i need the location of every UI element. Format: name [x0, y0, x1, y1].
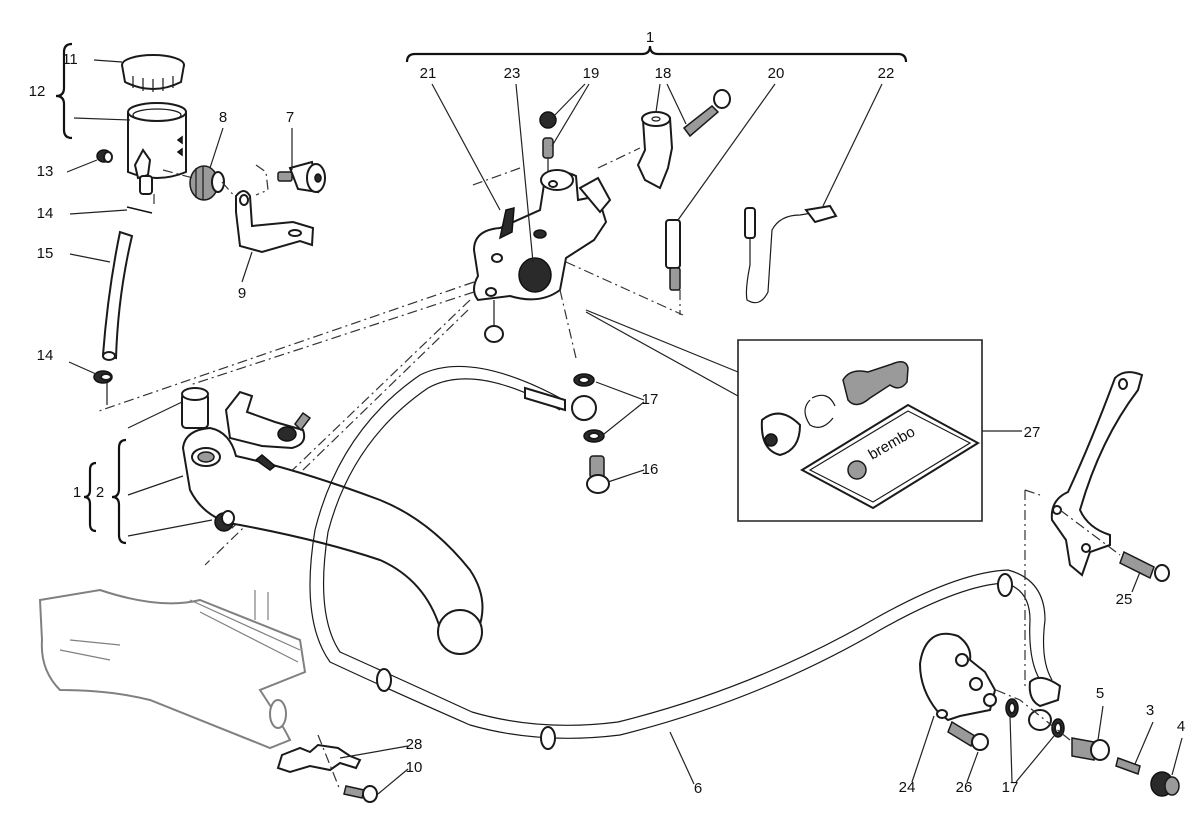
callout-1-top: 1	[646, 29, 654, 46]
callout-7: 7	[286, 109, 294, 126]
nut-13	[96, 149, 113, 163]
mounting-bracket-25	[1050, 371, 1170, 582]
callout-2: 2	[96, 484, 104, 501]
reservoir-cap	[121, 54, 185, 92]
callout-20: 20	[768, 65, 785, 82]
lever-assembly-brace-outer	[83, 461, 97, 533]
lever-assembly-brace-inner	[111, 438, 127, 545]
slave-cylinder-24	[918, 632, 997, 722]
bleeder-3	[1115, 757, 1141, 775]
callout-12: 12	[29, 83, 46, 100]
callout-5: 5	[1096, 685, 1104, 702]
callout-27: 27	[1024, 424, 1041, 441]
bolt-26	[947, 720, 989, 751]
callout-17-upper: 17	[642, 391, 659, 408]
fitting-5	[1071, 737, 1110, 761]
clamp-18	[636, 89, 731, 190]
assembly-1-brace	[405, 45, 908, 63]
callout-23: 23	[504, 65, 521, 82]
callout-6: 6	[694, 780, 702, 797]
callout-1-left: 1	[73, 484, 81, 501]
callout-10: 10	[406, 759, 423, 776]
nut-under-body	[484, 325, 504, 343]
callout-25: 25	[1116, 591, 1133, 608]
reservoir-brace	[55, 42, 73, 140]
bleeder-19	[539, 111, 557, 172]
callout-24: 24	[899, 779, 916, 796]
screw-10	[343, 785, 378, 803]
master-cylinder-body	[472, 169, 612, 302]
reservoir-body	[127, 102, 187, 195]
callout-4: 4	[1177, 718, 1185, 735]
callout-22: 22	[878, 65, 895, 82]
callout-14-top: 14	[37, 205, 54, 222]
clip-28	[276, 743, 362, 774]
leader-lines	[66, 59, 1183, 795]
handlebar-mount	[38, 588, 307, 750]
callout-19: 19	[583, 65, 600, 82]
repair-kit-box: brembo	[585, 309, 983, 522]
callout-16: 16	[642, 461, 659, 478]
callout-26: 26	[956, 779, 973, 796]
pushrod-20	[665, 219, 681, 315]
callout-14-bottom: 14	[37, 347, 54, 364]
hydraulic-hose-6	[309, 365, 1062, 750]
callout-3: 3	[1146, 702, 1154, 719]
callout-9: 9	[238, 285, 246, 302]
callout-18: 18	[655, 65, 672, 82]
callout-21: 21	[420, 65, 437, 82]
callout-15: 15	[37, 245, 54, 262]
cap-4	[1150, 771, 1180, 797]
banjo-bolt-16	[586, 455, 610, 494]
hose-15	[101, 230, 134, 360]
clutch-lever	[181, 426, 484, 655]
lever-adjuster	[224, 390, 312, 471]
callout-13: 13	[37, 163, 54, 180]
switch-22	[744, 204, 838, 304]
grommet-8	[189, 165, 225, 201]
callout-17-lower: 17	[1002, 779, 1019, 796]
callout-11: 11	[62, 51, 78, 68]
callout-28: 28	[406, 736, 423, 753]
clamp-14-top	[126, 206, 153, 214]
callout-8: 8	[219, 109, 227, 126]
screw-7	[277, 160, 326, 194]
clamp-14-bottom	[93, 370, 113, 384]
